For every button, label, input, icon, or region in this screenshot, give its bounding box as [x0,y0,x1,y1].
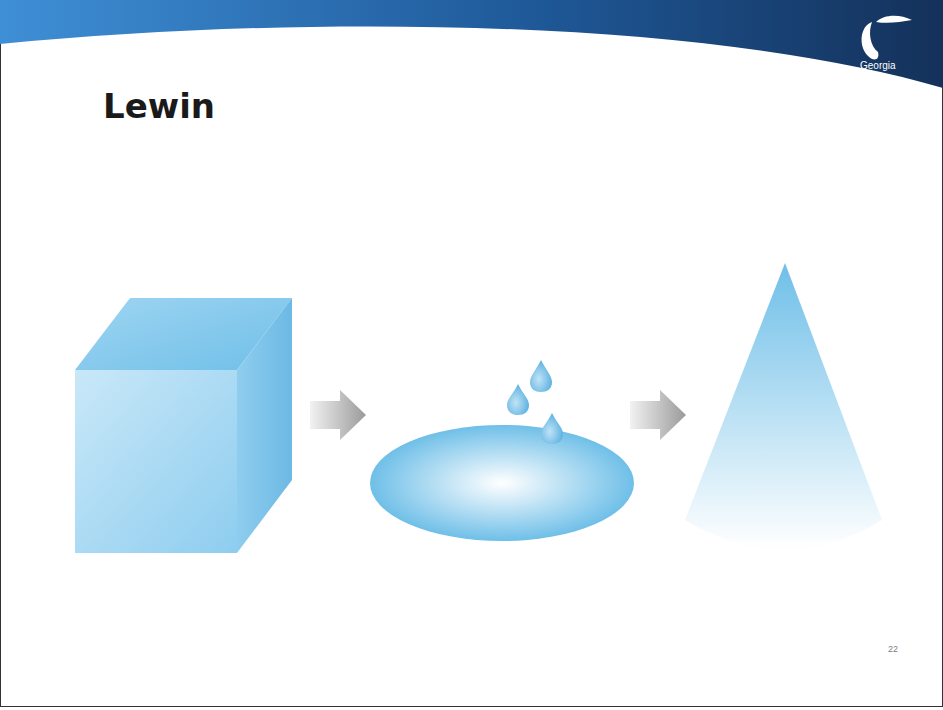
slide-title: Lewin [103,86,215,126]
cone [685,263,882,550]
page-number: 22 [888,644,898,654]
header-band [0,0,943,88]
water-drops [507,360,563,444]
block-arrow [630,390,686,440]
block-arrow [310,390,366,440]
water-puddle [370,425,634,541]
ice-cube [75,298,292,553]
logo-icon [862,16,912,60]
logo-text: Georgia [860,60,896,71]
